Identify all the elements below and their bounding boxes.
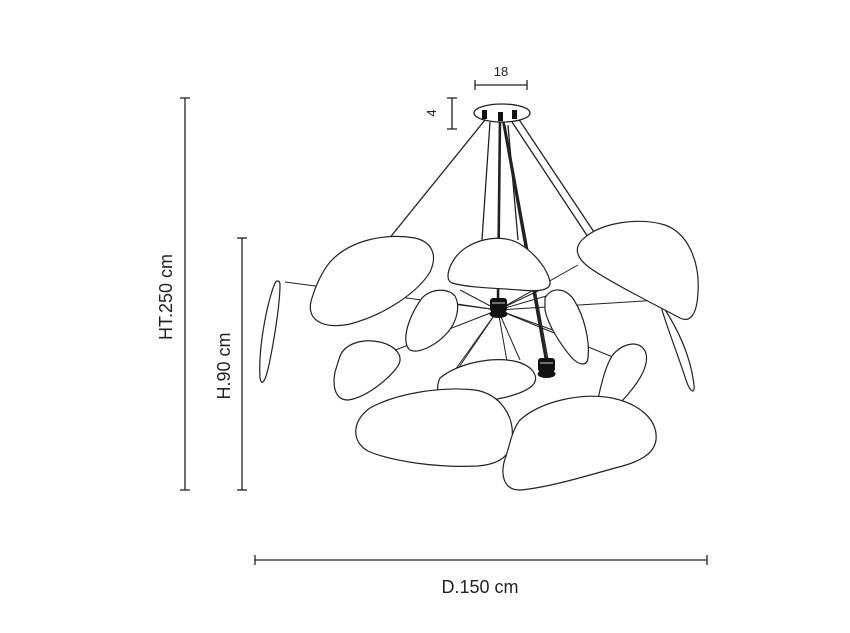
canopy-width-label: 18 [494, 64, 508, 79]
lamp-illustration [259, 103, 699, 491]
leaf-far-right [661, 303, 695, 392]
canopy-width-dimension: 18 [474, 64, 528, 90]
ceiling-canopy [473, 103, 531, 123]
leaf-inner-left [405, 289, 459, 352]
leaf-top-right [576, 220, 699, 320]
leaf-bottom-left [355, 388, 513, 467]
diameter-dimension: D.150 cm [254, 555, 708, 597]
leaf-mid-left [333, 340, 401, 401]
leaf-inner-right [544, 289, 589, 365]
canopy-height-label: 4 [424, 109, 439, 116]
socket-pendant [537, 358, 556, 378]
socket-central [489, 298, 508, 318]
leaf-bottom-right [502, 395, 657, 491]
diameter-label: D.150 cm [441, 577, 518, 597]
total-height-dimension: HT.250 cm [156, 97, 190, 491]
body-height-dimension: H.90 cm [214, 237, 247, 491]
leaf-far-left [259, 280, 281, 383]
leaf-top-center [447, 237, 551, 292]
leaf-top-left [309, 235, 435, 327]
total-height-label: HT.250 cm [156, 254, 176, 340]
body-height-label: H.90 cm [214, 332, 234, 399]
canopy-height-dimension: 4 [424, 97, 457, 130]
